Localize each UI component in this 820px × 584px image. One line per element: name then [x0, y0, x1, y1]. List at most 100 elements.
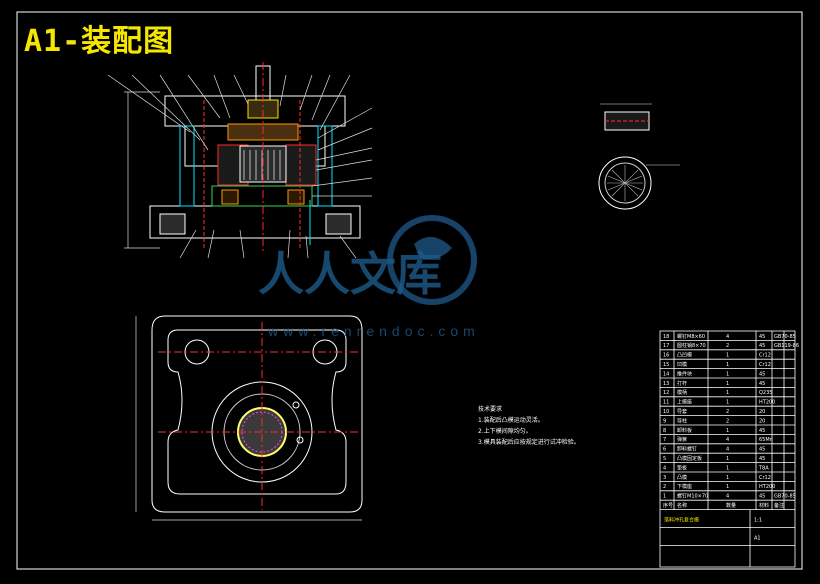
bom-cell: 凸模固定板 — [677, 455, 702, 462]
lower-plate-outline — [151, 315, 363, 513]
bom-cell: 16 — [663, 353, 669, 359]
bom-cell: 45 — [759, 428, 765, 434]
bom-cell: 9 — [663, 418, 666, 424]
bom-cell: 6 — [663, 447, 666, 453]
bom-cell: 4 — [726, 447, 729, 453]
notes-line: 2.上下模间隙均匀。 — [478, 428, 532, 435]
bom-cell: 弹簧 — [677, 436, 687, 443]
bom-cell: 2 — [726, 343, 729, 349]
bom-cell: 45 — [759, 456, 765, 462]
bom-cell: GB70-85 — [774, 494, 796, 500]
notes-line: 1.装配后凸模运动灵活。 — [478, 417, 544, 424]
bom-cell: Cr12 — [759, 475, 771, 481]
bom-cell: HT200 — [759, 400, 775, 406]
bom-cell: 导套 — [677, 408, 687, 415]
bom-cell: 打杆 — [677, 380, 687, 387]
bom-cell: 推件块 — [677, 370, 692, 377]
notes-heading: 技术要求 — [478, 406, 503, 413]
bom-cell: 卸料螺钉 — [677, 446, 697, 453]
bom-cell: 导柱 — [677, 417, 687, 424]
bom-header-cell: 名称 — [677, 502, 687, 509]
bom-cell: 上模座 — [677, 399, 692, 406]
bom-cell: 1 — [726, 465, 729, 471]
bom-cell: 8 — [663, 428, 666, 434]
bom-cell: 模柄 — [677, 389, 687, 396]
part-detail — [598, 103, 680, 210]
bom-cell: 12 — [663, 390, 669, 396]
bom-cell: 15 — [663, 362, 669, 368]
bom-cell: 3 — [663, 475, 666, 481]
bom-cell: 下模座 — [677, 483, 692, 490]
bom-cell: 垫板 — [677, 464, 687, 471]
technical-notes: 技术要求 1.装配后凸模运动灵活。 2.上下模间隙均匀。 3.模具装配后应按规定… — [478, 404, 580, 448]
bom-cell: 4 — [663, 465, 666, 471]
bom-cell: 1 — [726, 484, 729, 490]
bom-cell: 1 — [726, 353, 729, 359]
bom-cell: 1 — [726, 371, 729, 377]
bom-cell: Cr12 — [759, 362, 771, 368]
bom-header-cell: 备注 — [774, 502, 784, 509]
bom-cell: 17 — [663, 343, 669, 349]
bom-cell: 圆柱销8×70 — [677, 342, 706, 349]
bom-cell: 螺钉M10×70 — [677, 493, 708, 500]
bom-cell: GB119-86 — [774, 343, 799, 349]
bom-cell: 凸凹模 — [677, 352, 692, 359]
bom-cell: 凸模 — [677, 474, 687, 481]
section-view — [107, 62, 373, 259]
bom-cell: 45 — [759, 334, 765, 340]
watermark-url: www.renrendoc.com — [267, 323, 480, 339]
watermark-logo-ring — [387, 215, 477, 305]
bom-cell: 5 — [663, 456, 666, 462]
sheet-border — [16, 11, 803, 570]
bom-cell: 20 — [759, 418, 765, 424]
bom-cell: Cr12 — [759, 353, 771, 359]
bom-cell: 45 — [759, 343, 765, 349]
bom-cell: 1 — [726, 475, 729, 481]
bom-header-cell: 序号 — [663, 502, 673, 509]
bom-cell: 14 — [663, 371, 669, 377]
bom-cell: 4 — [726, 437, 729, 443]
bom-cell: 45 — [759, 447, 765, 453]
bom-cell: 20 — [759, 409, 765, 415]
bom-cell: Q235 — [759, 390, 772, 396]
title-block-drawing-no: A1 — [754, 536, 761, 542]
sheet-title: A1-装配图 — [24, 24, 175, 59]
watermark-brand: 人人文库 — [258, 248, 442, 300]
bom-cell: 1 — [663, 494, 666, 500]
bom-cell: 1 — [726, 400, 729, 406]
title-block-scale: 1:1 — [754, 518, 762, 524]
bom-cell: 10 — [663, 409, 669, 415]
bom-header-cell: 数量 — [726, 502, 736, 509]
bom-cell: 螺钉M8×60 — [677, 333, 705, 340]
bom-cell: 45 — [759, 494, 765, 500]
bom-cell: 1 — [726, 428, 729, 434]
bom-cell: 1 — [726, 381, 729, 387]
bom-cell: 11 — [663, 400, 669, 406]
bom-cell: 7 — [663, 437, 666, 443]
title-block-project: 落料冲孔复合模 — [664, 517, 699, 524]
bom-header-cell: 材料 — [759, 502, 769, 509]
bom-cell: 凹模 — [677, 361, 687, 368]
bom-cell: HT200 — [759, 484, 775, 490]
bom-cell: 4 — [726, 334, 729, 340]
bom-cell: 1 — [726, 362, 729, 368]
bom-cell: 45 — [759, 381, 765, 387]
bom-cell: 1 — [726, 456, 729, 462]
bom-cell: 卸料板 — [677, 427, 692, 434]
bom-cell: 45 — [759, 371, 765, 377]
bom-cell: 13 — [663, 381, 669, 387]
bom-cell: 1 — [726, 390, 729, 396]
bom-cell: 65Mn — [759, 437, 773, 443]
notes-line: 3.模具装配后应按规定进行试冲检验。 — [478, 439, 580, 446]
bom-cell: 2 — [726, 409, 729, 415]
bom-cell: 4 — [726, 494, 729, 500]
bom-cell: GB70-85 — [774, 334, 796, 340]
bom-cell: 2 — [726, 418, 729, 424]
bom-cell: 2 — [663, 484, 666, 490]
bom-cell: 18 — [663, 334, 669, 340]
bom-cell: T8A — [758, 465, 769, 471]
